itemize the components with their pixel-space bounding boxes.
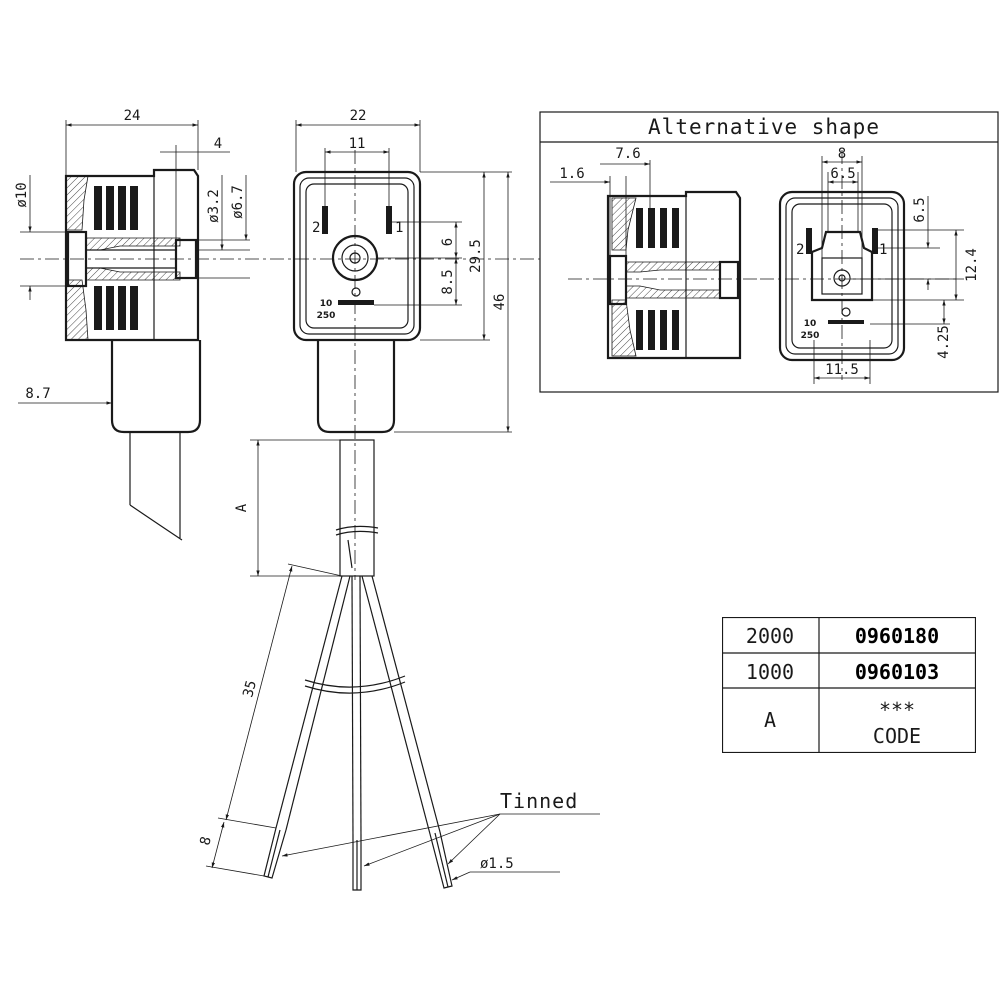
dim-alt-1-6: 1.6 — [559, 166, 584, 182]
dim-alt-7-6: 7.6 — [615, 146, 640, 162]
pin-2-label: 2 — [312, 220, 320, 236]
tinned-label: Tinned — [500, 789, 578, 813]
front-view: 2 1 10 250 — [197, 108, 600, 891]
code-table-grid: 2000 0960180 1000 0960103 A *** CODE — [722, 617, 976, 753]
dim-alt-8: 8 — [838, 146, 846, 162]
dim-alt-6-5-right: 6.5 — [912, 197, 928, 222]
alternative-shape-panel: Alternative shape 1.6 7.6 2 1 — [539, 111, 999, 393]
rating-v1: 10 — [320, 299, 333, 309]
dim-alt-11-5: 11.5 — [825, 362, 859, 378]
pin-1-label: 1 — [395, 220, 403, 236]
table-row-2-code: 0960103 — [855, 660, 939, 684]
table-footer-code: CODE — [873, 724, 921, 748]
dim-wire-dia: ø1.5 — [480, 856, 514, 872]
dim-alt-12-4: 12.4 — [964, 248, 980, 282]
side-fins — [94, 186, 138, 330]
table-row-2-length: 1000 — [746, 660, 794, 684]
table-footer-stars: *** — [879, 698, 915, 722]
dim-front-6: 6 — [440, 238, 456, 246]
table-row-1-code: 0960180 — [855, 624, 939, 648]
dim-side-width: 24 — [124, 108, 141, 124]
dim-front-29-5: 29.5 — [468, 239, 484, 273]
table-row-1-length: 2000 — [746, 624, 794, 648]
dim-wire-8: 8 — [197, 835, 215, 847]
code-table: 2000 0960180 1000 0960103 A *** CODE — [722, 617, 976, 753]
dim-front-46: 46 — [492, 294, 508, 311]
dim-front-8-5: 8.5 — [440, 269, 456, 294]
dim-side-dia-3-2: ø3.2 — [206, 189, 222, 223]
table-footer-left: A — [764, 708, 776, 732]
dim-front-pin-spacing: 11 — [349, 136, 366, 152]
dim-side-offset: 4 — [214, 136, 222, 152]
dim-side-dia-6-7: ø6.7 — [230, 185, 246, 219]
alt-pin-1-label: 1 — [879, 242, 887, 258]
alternative-shape-title: Alternative shape — [648, 115, 880, 139]
dim-alt-6-5-top: 6.5 — [830, 166, 855, 182]
dim-alt-4-25: 4.25 — [936, 325, 952, 359]
side-view: 24 4 ø10 ø3.2 ø6.7 8.7 — [14, 108, 540, 541]
dim-side-8-7: 8.7 — [25, 386, 50, 402]
alt-rating-v2: 250 — [801, 331, 820, 341]
dim-cable-a: A — [234, 503, 250, 512]
alt-pin-2-label: 2 — [796, 242, 804, 258]
dim-side-dia-outer: ø10 — [14, 182, 30, 207]
dim-wire-35: 35 — [240, 679, 260, 699]
dim-front-width: 22 — [350, 108, 367, 124]
alt-rating-v1: 10 — [804, 319, 817, 329]
rating-v2: 250 — [317, 311, 336, 321]
